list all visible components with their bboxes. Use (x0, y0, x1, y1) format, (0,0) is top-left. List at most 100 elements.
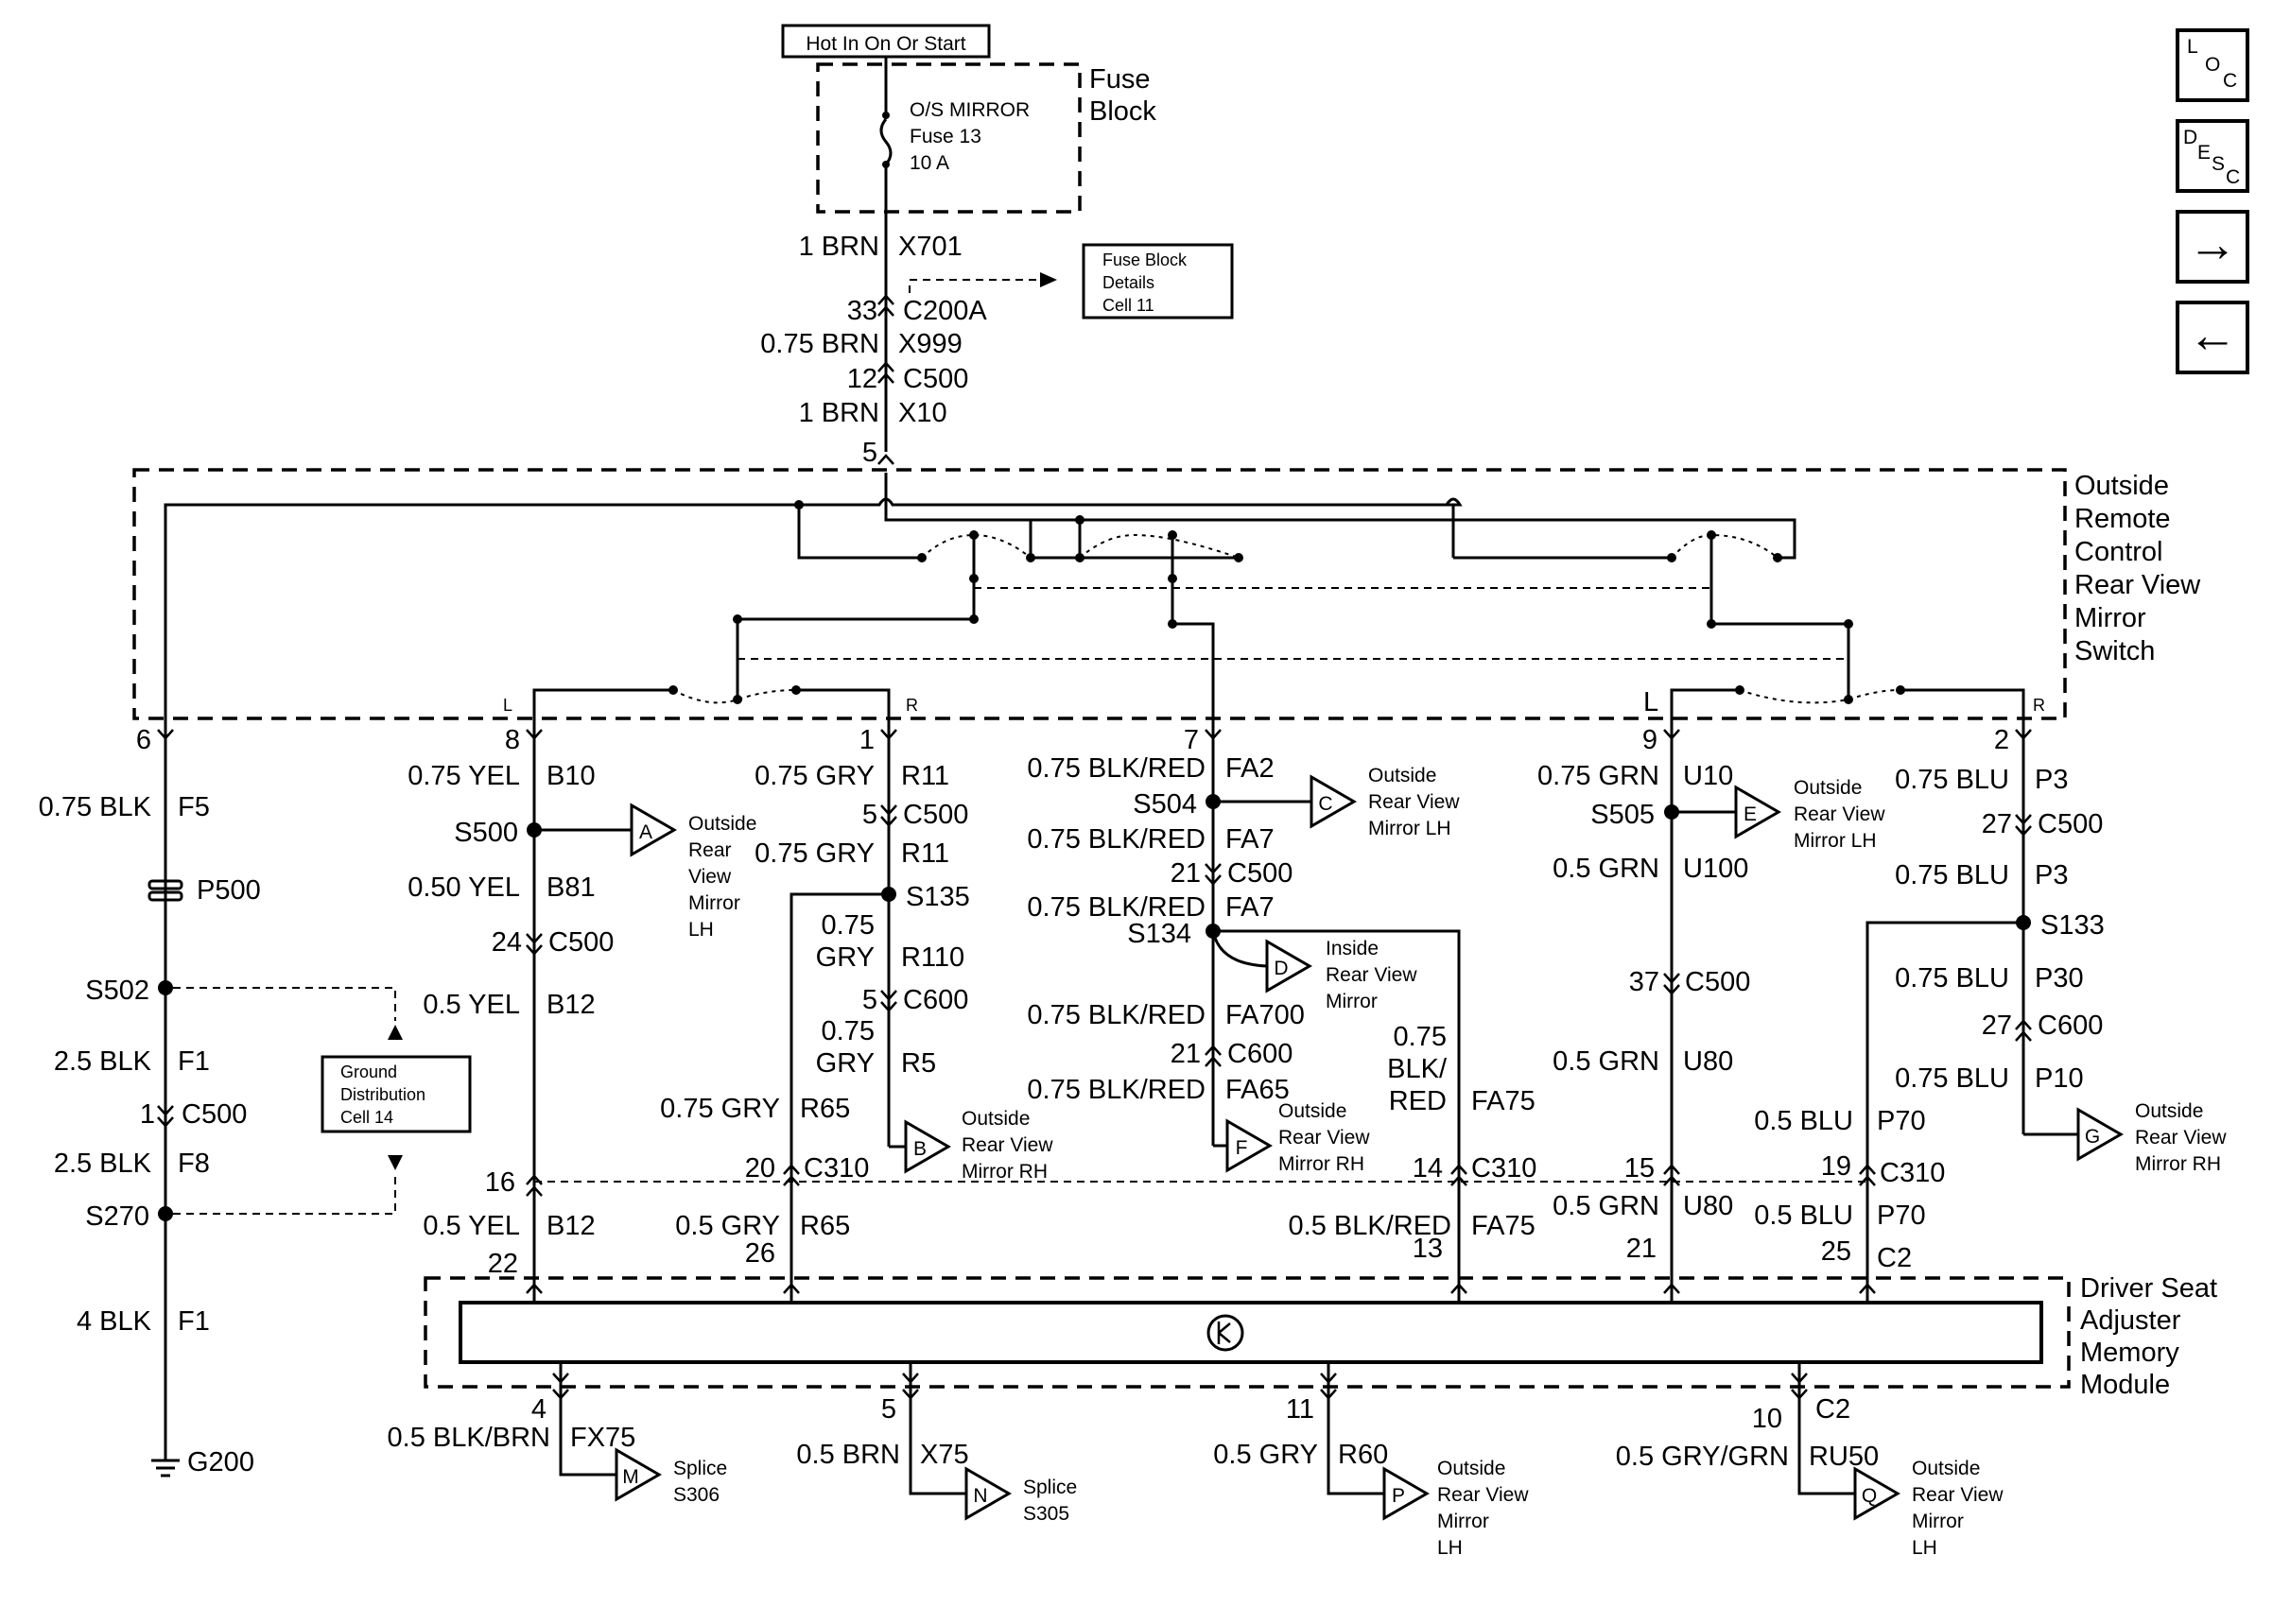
svg-text:FA7: FA7 (1225, 892, 1275, 923)
fuse-block-title-1: Fuse (1089, 64, 1150, 95)
svg-text:Mirror: Mirror (1326, 991, 1378, 1012)
output-x75: 5 0.5 BRN X75 N Splice S305 (796, 1362, 1077, 1525)
svg-text:0.75 BLK/RED: 0.75 BLK/RED (1027, 824, 1206, 855)
svg-text:P: P (1392, 1485, 1405, 1507)
svg-text:B12: B12 (547, 1211, 596, 1241)
svg-text:FA65: FA65 (1225, 1075, 1290, 1105)
connector-p500: P500 (197, 875, 261, 906)
svg-text:X10: X10 (898, 398, 947, 428)
svg-text:22: 22 (488, 1249, 518, 1279)
previous-button[interactable]: ← (2176, 301, 2249, 374)
svg-text:B81: B81 (547, 872, 596, 903)
svg-text:14: 14 (1413, 1153, 1443, 1183)
svg-text:C2: C2 (1815, 1394, 1850, 1425)
svg-text:Module: Module (2080, 1370, 2170, 1400)
svg-text:N: N (973, 1485, 987, 1507)
svg-text:R11: R11 (901, 761, 949, 791)
svg-text:1: 1 (140, 1099, 155, 1130)
svg-text:16: 16 (485, 1167, 515, 1198)
splice-s502: S502 (85, 976, 149, 1006)
svg-text:B12: B12 (547, 990, 596, 1020)
svg-text:L: L (2187, 36, 2198, 58)
svg-text:U10: U10 (1683, 761, 1733, 791)
driver-seat-memory-module: Driver Seat Adjuster Memory Module (424, 1271, 2217, 1400)
svg-text:U100: U100 (1683, 854, 1748, 884)
svg-text:12: 12 (847, 364, 877, 394)
svg-text:5: 5 (862, 438, 877, 468)
svg-text:C: C (2223, 70, 2237, 92)
svg-text:Outside: Outside (1912, 1458, 1980, 1479)
svg-text:21: 21 (1171, 858, 1201, 889)
svg-text:LH: LH (1912, 1537, 1937, 1559)
svg-text:R: R (2033, 696, 2045, 715)
svg-text:5: 5 (881, 1394, 896, 1425)
svg-text:0.75 BLU: 0.75 BLU (1895, 860, 2009, 890)
svg-text:D: D (1274, 958, 1288, 979)
svg-text:F8: F8 (178, 1149, 210, 1179)
electronic-module-icon (1206, 1314, 1244, 1352)
svg-text:R: R (906, 696, 918, 715)
svg-text:7: 7 (1184, 725, 1199, 755)
svg-text:Fuse Block: Fuse Block (1102, 251, 1188, 269)
svg-text:C500: C500 (1685, 967, 1750, 997)
svg-text:Outside: Outside (1368, 765, 1436, 786)
svg-text:Rear View: Rear View (1326, 964, 1417, 986)
svg-text:2.5 BLK: 2.5 BLK (54, 1046, 152, 1077)
svg-text:FA7: FA7 (1225, 824, 1275, 855)
svg-text:0.5 GRY: 0.5 GRY (675, 1211, 780, 1241)
svg-text:D: D (2183, 127, 2197, 148)
svg-text:FX75: FX75 (570, 1423, 635, 1453)
svg-text:B10: B10 (547, 761, 596, 791)
svg-text:9: 9 (1642, 725, 1657, 755)
svg-text:GRY: GRY (816, 1048, 875, 1079)
svg-text:Splice: Splice (673, 1458, 727, 1479)
svg-text:Mirror RH: Mirror RH (962, 1161, 1048, 1183)
arrow-left-icon: ← (2188, 308, 2237, 363)
svg-text:Outside: Outside (1278, 1100, 1346, 1122)
svg-text:0.50 YEL: 0.50 YEL (408, 872, 520, 903)
svg-text:5: 5 (862, 800, 877, 830)
svg-text:11: 11 (1286, 1394, 1314, 1425)
svg-text:1: 1 (859, 725, 875, 755)
svg-text:P30: P30 (2035, 963, 2084, 993)
svg-text:0.5 GRN: 0.5 GRN (1553, 1191, 1659, 1221)
fuse-block-title-2: Block (1089, 96, 1156, 127)
svg-text:C500: C500 (903, 364, 968, 394)
svg-text:FA75: FA75 (1471, 1086, 1536, 1116)
svg-text:21: 21 (1171, 1039, 1201, 1069)
svg-text:Splice: Splice (1023, 1477, 1077, 1498)
location-button[interactable]: L O C (2176, 28, 2249, 102)
svg-text:Outside: Outside (2135, 1100, 2203, 1122)
description-button[interactable]: D E S C (2176, 119, 2249, 193)
svg-text:0.75 GRY: 0.75 GRY (660, 1094, 780, 1124)
svg-text:1 BRN: 1 BRN (799, 232, 879, 262)
gry-circuit: 1 0.75 GRY R11 5 C500 0.75 GRY R11 S135 … (660, 718, 1053, 1271)
svg-text:C: C (2226, 166, 2240, 188)
svg-text:RU50: RU50 (1809, 1442, 1879, 1472)
svg-text:Details: Details (1102, 273, 1154, 292)
splice-s500: S500 (454, 818, 518, 848)
svg-text:19: 19 (1821, 1151, 1851, 1182)
svg-text:FA75: FA75 (1471, 1211, 1536, 1241)
svg-text:Outside: Outside (1437, 1458, 1505, 1479)
svg-text:Rear View: Rear View (1794, 803, 1885, 825)
svg-text:0.5 BLK/RED: 0.5 BLK/RED (1289, 1211, 1451, 1241)
output-r60: 11 0.5 GRY R60 P Outside Rear View Mirro… (1213, 1362, 1529, 1559)
output-fx75: 4 0.5 BLK/BRN FX75 M Splice S306 (388, 1362, 727, 1506)
svg-text:Driver Seat: Driver Seat (2080, 1273, 2217, 1304)
svg-text:0.75 BLU: 0.75 BLU (1895, 765, 2009, 795)
svg-text:0.5 YEL: 0.5 YEL (423, 1211, 520, 1241)
svg-text:C500: C500 (548, 927, 614, 958)
svg-text:L: L (1643, 687, 1658, 717)
svg-text:L: L (503, 696, 512, 715)
splice-s270: S270 (85, 1201, 149, 1232)
ground-g200: G200 (187, 1447, 254, 1477)
svg-text:27: 27 (1982, 809, 2012, 839)
svg-text:M: M (622, 1466, 639, 1488)
svg-text:37: 37 (1629, 967, 1659, 997)
next-button[interactable]: → (2176, 210, 2249, 284)
svg-text:C600: C600 (2038, 1011, 2103, 1041)
svg-text:0.75 BLK/RED: 0.75 BLK/RED (1027, 892, 1206, 923)
svg-text:27: 27 (1982, 1011, 2012, 1041)
svg-text:P10: P10 (2035, 1063, 2084, 1094)
